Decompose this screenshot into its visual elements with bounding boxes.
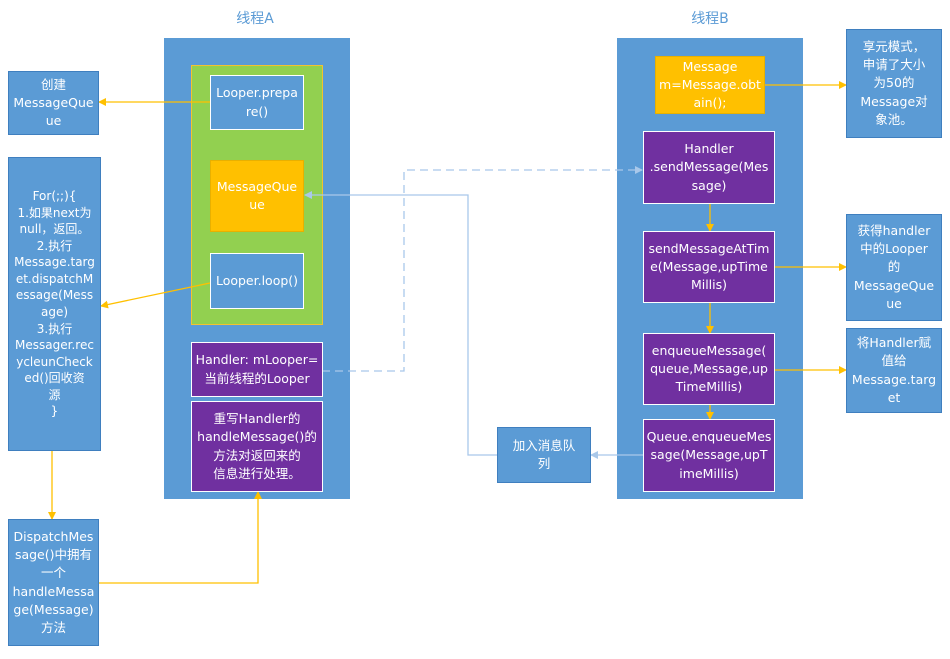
assign-target-note: 将Handler赋 值给 Message.targ et: [846, 328, 942, 413]
dispatch-to-handle-arrow: [99, 491, 262, 584]
queue-enqueue-box: Queue.enqueueMes sage(Message,upT imeMil…: [643, 419, 775, 492]
thread-a-title: 线程A: [236, 11, 274, 27]
handler-to-send-dashed-arrow: [322, 166, 643, 372]
dispatch-note: DispatchMes sage()中拥有 一个 handleMessa ge(…: [8, 519, 99, 646]
handle-message-box: 重写Handler的 handleMessage()的 方法对返回来的 信息进行…: [191, 401, 323, 492]
get-looper-note: 获得handler 中的Looper 的 MessageQue ue: [846, 214, 942, 321]
addqueue-to-messagequeue-arrow: [304, 191, 497, 456]
looper-loop-box: Looper.loop(): [210, 253, 304, 309]
enqueue-message-box: enqueueMessage( queue,Message,up TimeMil…: [643, 333, 775, 405]
message-obtain-box: Message m=Message.obt ain();: [655, 56, 765, 114]
loop-detail-note: For(;;){ 1.如果next为 null，返回。 2.执行 Message…: [8, 157, 101, 451]
thread-b-title: 线程B: [691, 11, 729, 27]
add-queue-note: 加入消息队 列: [497, 427, 591, 483]
message-queue-box: MessageQue ue: [210, 160, 304, 232]
send-message-at-time-box: sendMessageAtTim e(Message,upTime Millis…: [643, 231, 775, 303]
create-queue-note: 创建 MessageQue ue: [8, 71, 99, 135]
looper-prepare-box: Looper.prepa re(): [210, 75, 304, 130]
flyweight-note: 享元模式， 申请了大小 为50的 Message对 象池。: [846, 29, 942, 138]
loop-to-detail-arrow: [100, 282, 211, 309]
send-message-box: Handler .sendMessage(Mes sage): [643, 131, 775, 204]
handler-looper-box: Handler: mLooper= 当前线程的Looper: [191, 342, 323, 397]
